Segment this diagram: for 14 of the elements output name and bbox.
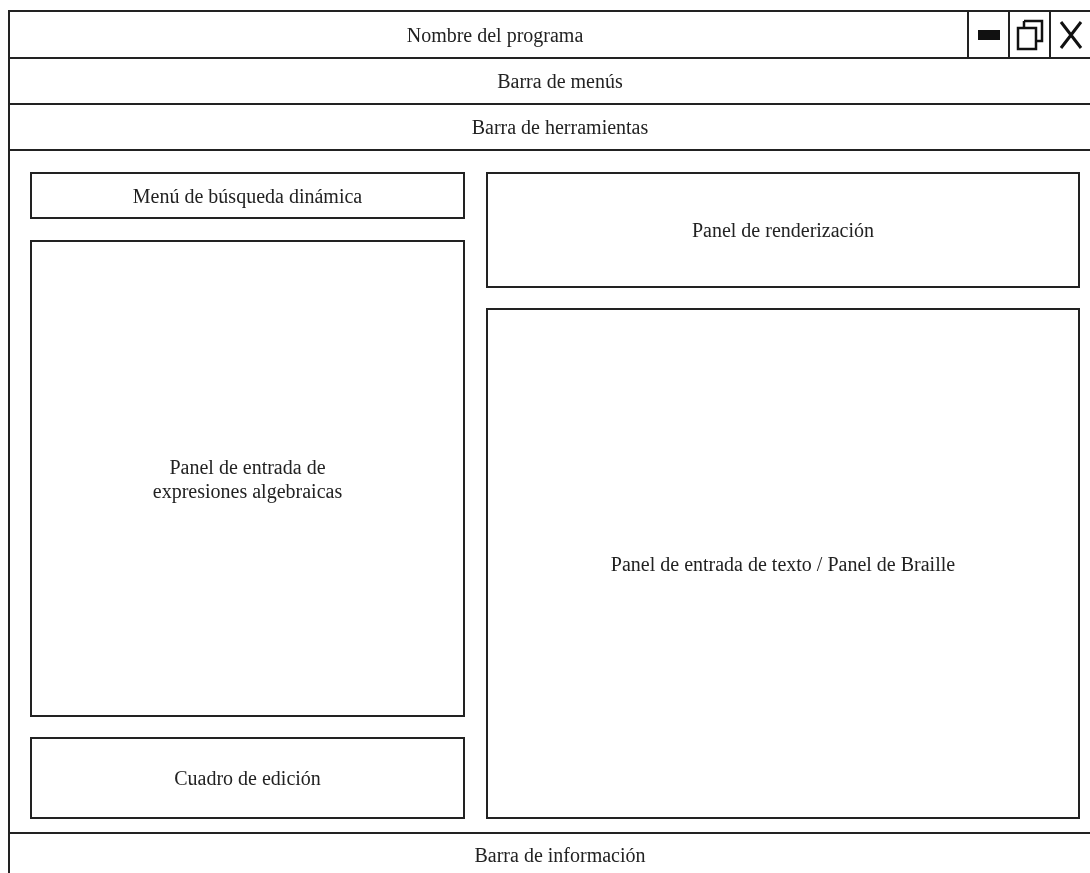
panel-label: Panel de entrada de expresiones algebraicas [151, 454, 344, 503]
render-panel [486, 172, 1080, 288]
panel-label: Menú de búsqueda dinámica [132, 183, 363, 208]
panel-label: Nombre del programa [406, 22, 584, 47]
panel-label: Panel de renderización [691, 218, 875, 242]
text-braille-panel [486, 308, 1080, 819]
search-menu-box [30, 172, 465, 219]
algebra-input-panel [30, 240, 465, 717]
panel-label: Barra de información [474, 843, 646, 867]
panel-label: Barra de menús [497, 69, 623, 93]
panel-label: Cuadro de edición [174, 766, 321, 790]
panel-label: Panel de entrada de texto / Panel de Braille [610, 551, 956, 576]
edit-box [30, 737, 465, 819]
panel-label: Barra de herramientas [471, 115, 649, 139]
